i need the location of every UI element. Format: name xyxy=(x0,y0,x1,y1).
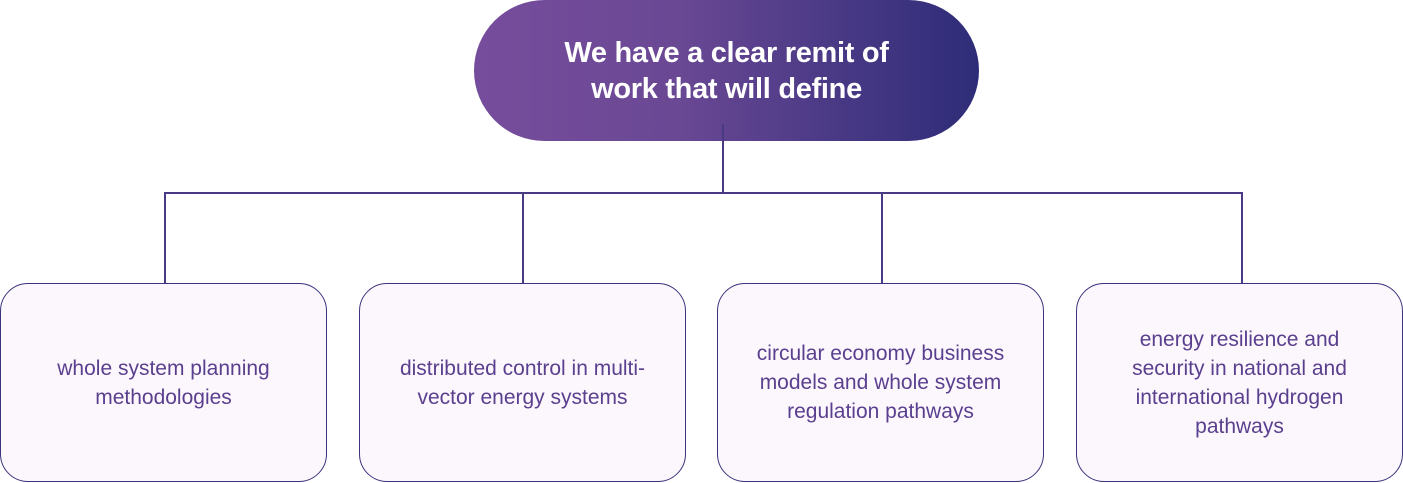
child-node-2: distributed control in multi-vector ener… xyxy=(359,283,686,482)
child-label: circular economy business models and who… xyxy=(756,342,1005,423)
connector-branch-2 xyxy=(522,192,524,284)
connector-branch-1 xyxy=(164,192,166,284)
child-label: distributed control in multi-vector ener… xyxy=(399,356,646,409)
child-node-4: energy resilience and security in nation… xyxy=(1076,283,1403,482)
connector-trunk xyxy=(722,124,724,193)
connector-branch-4 xyxy=(1241,192,1243,284)
root-title: We have a clear remit of work that will … xyxy=(564,36,889,105)
child-node-3: circular economy business models and who… xyxy=(717,283,1044,482)
root-node: We have a clear remit of work that will … xyxy=(474,0,979,141)
child-label: whole system planning methodologies xyxy=(57,356,270,409)
connector-branch-3 xyxy=(881,192,883,284)
connector-bus xyxy=(164,192,1242,194)
child-label: energy resilience and security in nation… xyxy=(1132,327,1347,438)
child-node-1: whole system planning methodologies xyxy=(0,283,327,482)
